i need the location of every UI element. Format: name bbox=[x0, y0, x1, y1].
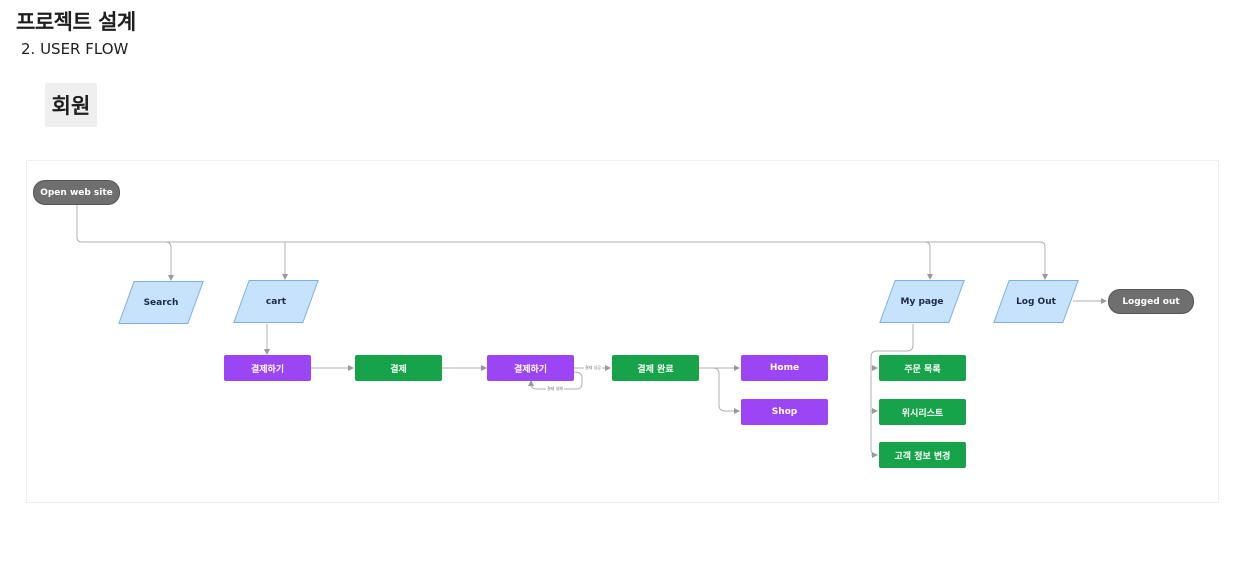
node-payment: 결제 bbox=[355, 355, 442, 381]
node-search: Search bbox=[126, 281, 196, 324]
edge-label-fail: 결제 실패 bbox=[546, 386, 564, 392]
node-payment-complete: 결제 완료 bbox=[612, 355, 699, 381]
node-wishlist: 위시리스트 bbox=[879, 399, 966, 425]
node-checkout-1: 결제하기 bbox=[224, 355, 311, 381]
node-logged-out: Logged out bbox=[1108, 289, 1194, 314]
node-open-web-site: Open web site bbox=[33, 180, 120, 205]
node-shop: Shop bbox=[741, 399, 828, 425]
node-cart: cart bbox=[241, 280, 311, 323]
node-edit-customer-info: 고객 정보 변경 bbox=[879, 442, 966, 468]
section-chip-member: 회원 bbox=[45, 83, 97, 127]
page-subtitle: 2. USER FLOW bbox=[21, 40, 129, 58]
page-title: 프로젝트 설계 bbox=[16, 10, 136, 34]
node-home: Home bbox=[741, 355, 828, 381]
node-log-out: Log Out bbox=[1001, 280, 1071, 323]
node-checkout-2: 결제하기 bbox=[487, 355, 574, 381]
flow-canvas bbox=[26, 160, 1219, 503]
node-order-list: 주문 목록 bbox=[879, 355, 966, 381]
node-my-page: My page bbox=[887, 280, 957, 323]
edge-label-success: 결제 성공 bbox=[584, 365, 602, 371]
